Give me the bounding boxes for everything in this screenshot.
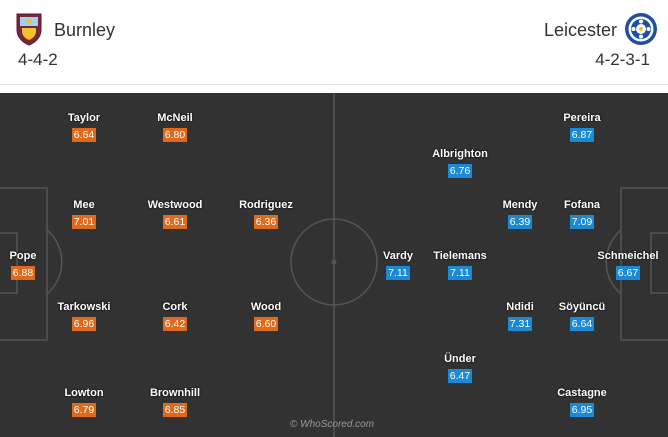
player-tielemans[interactable]: Tielemans 7.11	[420, 250, 500, 281]
player-westwood[interactable]: Westwood 6.61	[135, 199, 215, 230]
player-name: McNeil	[157, 112, 193, 124]
player-name: Lowton	[64, 387, 104, 399]
player-castagne[interactable]: Castagne 6.95	[542, 387, 622, 418]
player-mee[interactable]: Mee 7.01	[44, 199, 124, 230]
player-rating: 7.11	[448, 266, 472, 280]
player-rating: 6.96	[71, 317, 97, 331]
whoscored-watermark: © WhoScored.com	[290, 419, 375, 430]
player-name: Brownhill	[149, 387, 201, 399]
player-vardy[interactable]: Vardy 7.11	[358, 250, 438, 281]
player-mendy[interactable]: Mendy 6.39	[480, 199, 560, 230]
player-rating: 7.09	[569, 215, 595, 229]
player-rating: 6.42	[162, 317, 188, 331]
away-team-name[interactable]: Leicester	[543, 20, 617, 40]
header-divider	[0, 86, 668, 93]
player-name: Ndidi	[506, 301, 534, 313]
burnley-crest-icon	[16, 13, 42, 46]
player-name: Pereira	[563, 112, 601, 124]
player-rating: 7.31	[507, 317, 533, 331]
player-tarkowski[interactable]: Tarkowski 6.96	[44, 301, 124, 332]
player-rating: 6.88	[10, 266, 36, 280]
home-team-name[interactable]: Burnley	[54, 20, 116, 40]
player-name: Westwood	[147, 199, 203, 211]
pitch: Taylor 6.64 McNeil 6.80 Mee 7.01 Westwoo…	[0, 93, 668, 437]
player-soyuncu[interactable]: Söyüncü 6.64	[542, 301, 622, 332]
player-name: Pope	[9, 250, 37, 262]
player-rating: 7.01	[71, 215, 97, 229]
match-header: Burnley 4-4-2 Leicester 4-2-3-1	[0, 0, 668, 85]
player-name: Mee	[73, 199, 95, 211]
home-formation: 4-4-2	[18, 50, 58, 69]
player-rating: 6.80	[162, 128, 188, 142]
player-brownhill[interactable]: Brownhill 6.85	[135, 387, 215, 418]
player-rating: 6.64	[569, 317, 595, 331]
player-under[interactable]: Ünder 6.47	[420, 353, 500, 384]
away-formation: 4-2-3-1	[595, 50, 650, 69]
player-name: Schmeichel	[597, 250, 659, 262]
player-name: Taylor	[67, 112, 101, 124]
player-name: Fofana	[563, 199, 601, 211]
player-rating: 6.87	[569, 128, 595, 142]
player-rating: 6.47	[447, 369, 473, 383]
player-wood[interactable]: Wood 6.60	[226, 301, 306, 332]
player-rating: 6.64	[71, 128, 97, 142]
player-rating: 6.85	[162, 403, 188, 417]
player-name: Castagne	[557, 387, 607, 399]
player-name: Cork	[162, 301, 188, 313]
player-lowton[interactable]: Lowton 6.79	[44, 387, 124, 418]
player-rating: 6.76	[447, 164, 473, 178]
player-name: Wood	[250, 301, 282, 313]
player-albrighton[interactable]: Albrighton 6.76	[420, 148, 500, 179]
player-rating: 6.79	[71, 403, 97, 417]
player-ndidi[interactable]: Ndidi 7.31	[480, 301, 560, 332]
pitch-markings	[0, 93, 668, 437]
player-rating: 6.61	[162, 215, 188, 229]
player-pereira[interactable]: Pereira 6.87	[542, 112, 622, 143]
player-schmeichel[interactable]: Schmeichel 6.67	[588, 250, 668, 281]
player-name: Tarkowski	[57, 301, 111, 313]
player-rating: 6.39	[507, 215, 533, 229]
player-name: Mendy	[502, 199, 538, 211]
player-pope[interactable]: Pope 6.88	[0, 250, 63, 281]
player-name: Albrighton	[432, 148, 488, 160]
player-rating: 6.36	[253, 215, 279, 229]
leicester-crest-icon	[625, 13, 657, 45]
player-rating: 6.60	[253, 317, 279, 331]
player-rodriguez[interactable]: Rodriguez 6.36	[226, 199, 306, 230]
player-cork[interactable]: Cork 6.42	[135, 301, 215, 332]
player-taylor[interactable]: Taylor 6.64	[44, 112, 124, 143]
player-name: Ünder	[444, 353, 476, 365]
player-rating: 6.95	[569, 403, 595, 417]
player-name: Rodriguez	[239, 199, 293, 211]
player-name: Söyüncü	[558, 301, 606, 313]
player-fofana[interactable]: Fofana 7.09	[542, 199, 622, 230]
player-rating: 6.67	[615, 266, 641, 280]
player-name: Vardy	[383, 250, 413, 262]
player-mcneil[interactable]: McNeil 6.80	[135, 112, 215, 143]
player-rating: 7.11	[386, 266, 410, 280]
player-name: Tielemans	[433, 250, 487, 262]
